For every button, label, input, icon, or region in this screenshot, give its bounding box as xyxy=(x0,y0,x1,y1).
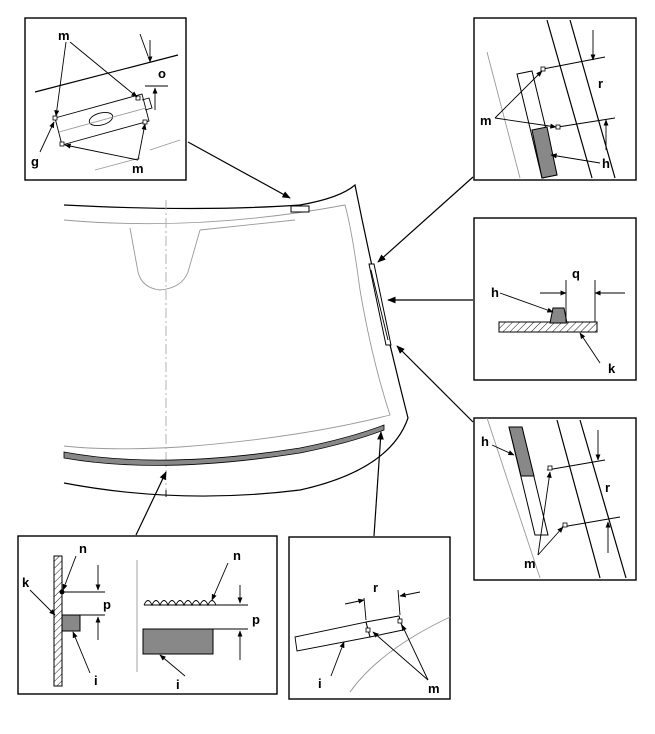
foam-strip xyxy=(143,600,217,607)
detail-bottom-center: r i m xyxy=(288,536,451,700)
label-h-1: h xyxy=(602,156,610,171)
bottom-molding xyxy=(63,424,385,466)
label-r-3: r xyxy=(373,580,378,595)
label-r-1: r xyxy=(598,76,603,91)
label-i-3: i xyxy=(318,676,322,691)
sensor-tab xyxy=(290,205,310,213)
label-p-2: p xyxy=(252,612,260,627)
label-m-2: m xyxy=(132,161,144,176)
label-r-2: r xyxy=(605,480,610,495)
label-h-3: h xyxy=(481,434,489,449)
label-k-1: k xyxy=(608,361,616,376)
label-m-3: m xyxy=(480,113,492,128)
label-m-1: m xyxy=(58,28,70,43)
detail-lower-right: h r m xyxy=(473,417,637,581)
label-m-5: m xyxy=(428,681,440,696)
label-i-2: i xyxy=(176,677,180,692)
detail-bottom-left: n k p i n p i xyxy=(17,535,278,695)
detail-middle-right: h q k xyxy=(473,217,637,381)
detail-top-left: m o g m xyxy=(24,17,187,181)
label-k-2: k xyxy=(22,575,30,590)
label-g: g xyxy=(31,154,39,169)
label-i-1: i xyxy=(94,673,98,688)
label-n-2: n xyxy=(233,548,241,563)
label-h-2: h xyxy=(491,285,499,300)
windshield-glass xyxy=(63,183,409,497)
label-q: q xyxy=(572,266,580,281)
detail-top-right: r m h xyxy=(473,17,637,181)
label-n-1: n xyxy=(79,541,87,556)
label-m-4: m xyxy=(524,556,536,571)
label-o: o xyxy=(158,66,166,81)
label-p-1: p xyxy=(103,597,111,612)
